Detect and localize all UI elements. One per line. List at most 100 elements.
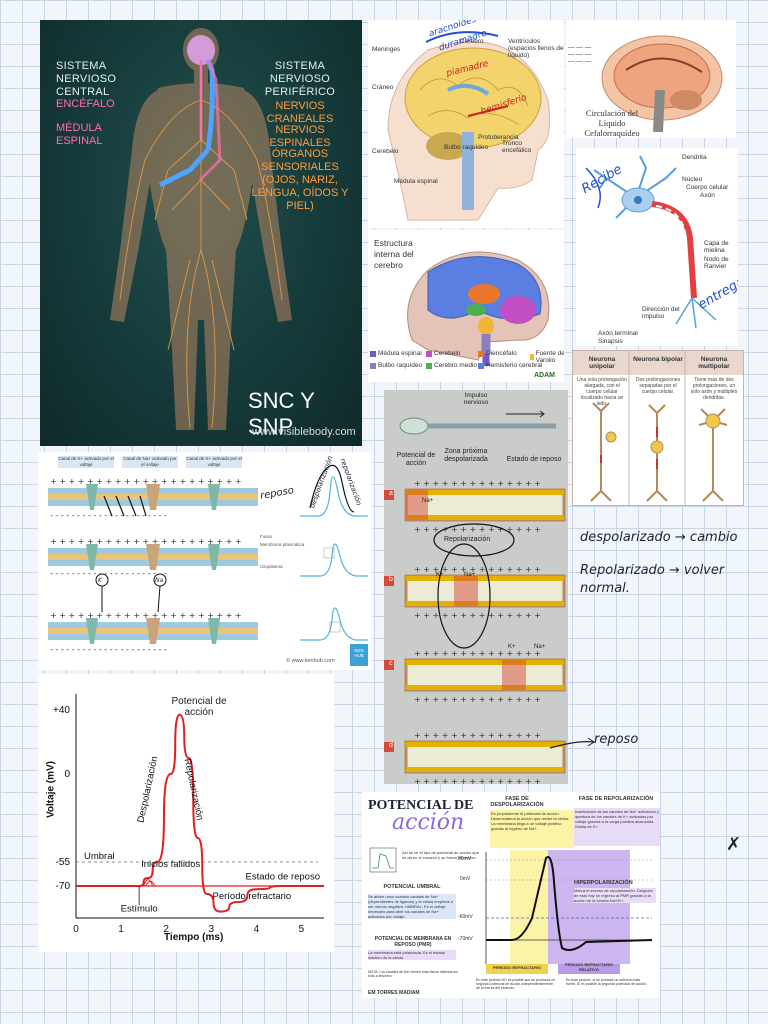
svg-text:+ + + + + + + + + + + + + +: + + + + + + + + + + + + + + — [414, 731, 541, 740]
legend-swatch — [370, 350, 376, 357]
col-zona: Zona próxima despolarizada — [444, 448, 488, 463]
svg-text:+ + + + + + + + + + + + + +: + + + + + + + + + + + + + + — [414, 777, 541, 784]
chart-xlabel: Tiempo (ms) — [164, 932, 224, 943]
nervous-system-body-card: SISTEMA NERVIOSO CENTRAL ENCÉFALO MÉDULA… — [40, 20, 362, 446]
note-reposo: reposo — [594, 732, 639, 747]
x-tick-label: 5 — [299, 924, 305, 935]
pmr-text: La membrana está polarizada. Es el estad… — [368, 950, 456, 960]
label-ventriculos: Ventrículos (espacios llenos de líquido) — [508, 38, 564, 59]
internal-title: Estructura interna del cerebro — [374, 238, 414, 270]
legend-swatch — [370, 362, 376, 369]
impulse-top-label: Impulso nervioso — [463, 392, 489, 406]
kenhub-logo: KEN HUB — [354, 648, 364, 658]
y-30mv: 30mV — [458, 856, 472, 862]
internal-brain-illustration — [407, 251, 550, 366]
legend-item: Cerebelo — [426, 350, 460, 357]
label-cerebro: Cerebro — [460, 38, 484, 45]
chart-annotation: Estado de reposo — [246, 872, 320, 883]
label-craneo: Cráneo — [372, 84, 394, 91]
label-citoplasma: Citoplasma — [260, 564, 283, 569]
legend-item: Diencéfalo — [478, 350, 517, 357]
label-direccion: Dirección del impulso — [642, 306, 680, 320]
snc-snp-title: SNC Y SNP — [248, 388, 315, 439]
svg-text:+ + + + + + + + + + + + + + +: + + + + + + + + + + + + + + + + + + + + … — [50, 477, 242, 486]
chart-annotation: Repolarización — [182, 758, 206, 822]
legend-item: Bulbo raquídeo — [370, 362, 422, 369]
visiblebody-url: www.visiblebody.com — [252, 426, 356, 438]
legend-item: Cerebro medio — [426, 362, 477, 369]
failed-start-curve — [145, 880, 156, 887]
rel-text: En este periodo, sí se produce un estímu… — [566, 978, 647, 986]
medula-label: MÉDULA ESPINAL — [56, 122, 103, 147]
csf-circulation-card: — — —— — —— — — Circulación del Líquido … — [566, 20, 736, 138]
brain-head-illustration — [387, 31, 551, 221]
impulse-illustration: + + + + + + + + + + + + + + + + + + + + … — [384, 410, 566, 784]
fase-repol-title: FASE DE REPOLARIZACIÓN — [578, 796, 654, 802]
csf-caption: Circulación del Líquido Cefalorraquídeo — [584, 108, 640, 138]
y-tick-label: -55 — [56, 857, 71, 868]
hiper-title: HIPERPOLARIZACIÓN — [574, 880, 633, 886]
col-potencial: Potencial de acción — [396, 452, 436, 467]
chart-annotation: Despolarización — [136, 755, 161, 823]
pmr-title: POTENCIAL DE MEMBRANA EN REPOSO (PMR) — [374, 936, 452, 948]
abs-text: En este periodo NO es posible que se pro… — [476, 978, 556, 990]
y-tick-label: -70 — [56, 881, 71, 892]
pns-title: SISTEMA NERVIOSO PERIFÉRICO — [264, 60, 336, 98]
adam-logo: ADAM — [534, 372, 555, 379]
x-tick-label: 3 — [208, 924, 214, 935]
chart-title: Potencial de acción — [171, 696, 227, 718]
note-despolarizado: despolarizado → cambio — [580, 530, 738, 545]
x-tick-label: 1 — [118, 924, 124, 935]
cns-title: SISTEMA NERVIOSO CENTRAL — [56, 60, 117, 98]
channel-box-k2: Canal de K+ activado por el voltaje — [186, 456, 242, 468]
desc-bipolar: Dos prolongaciones separadas por el cuer… — [635, 377, 681, 395]
action-potential-curve — [76, 713, 324, 913]
repol-label: Repolarización — [444, 536, 491, 543]
periodo-relativo: PERIODO REFRACTARIO RELATIVO — [564, 962, 614, 972]
legend-swatch — [426, 362, 432, 369]
neuron-types-illustration — [590, 351, 728, 505]
hiper-text: Marca el exceso de repolarización. Despu… — [574, 888, 656, 903]
encefalo-label: ENCÉFALO — [56, 98, 115, 110]
label-membrana: Membrana plasmática — [260, 542, 305, 547]
svg-text:+ + + + + + + + + + + + + +: + + + + + + + + + + + + + + — [414, 565, 541, 574]
ion-k-c: K+ — [508, 644, 516, 650]
label-nucleo: Núcleo — [682, 176, 703, 183]
label-cerebelo: Cerebelo — [372, 148, 399, 155]
hand-na: Na — [155, 577, 164, 584]
step-c: c — [389, 660, 393, 667]
internal-brain-card: Estructura interna del cerebro Médula es… — [368, 230, 564, 382]
umbral-title: POTENCIAL UMBRAL — [383, 884, 441, 890]
chart-ylabel: Voltaje (mV) — [45, 760, 57, 819]
svg-text:+ + + + + + + + + + + + + +: + + + + + + + + + + + + + + — [414, 611, 541, 620]
label-cuerpo: Cuerpo celular — [686, 184, 729, 191]
svg-text:+ + + + + + + + + + + + + + +: + + + + + + + + + + + + + + + + + + + + … — [50, 611, 242, 620]
kenhub-credit: © www.kenhub.com — [286, 658, 335, 664]
action-potential-infographic: POTENCIAL DE acción FASE DE DESPOLARIZAC… — [362, 792, 660, 998]
umbral-text: Se abren unos cuantos canales de Na+ (de… — [368, 894, 456, 919]
chart-annotation: Estímulo — [121, 904, 158, 915]
spinal-nerves-label: NERVIOS ESPINALES — [269, 124, 331, 149]
csf-brain-illustration — [601, 35, 723, 133]
col-reposo: Estado de reposo — [506, 456, 562, 463]
label-protuberancia: Protuberancia — [478, 134, 519, 141]
legend-swatch — [478, 362, 484, 369]
label-tronco: Tronco encefálico — [502, 140, 532, 154]
fase-desp-text: Es propiamente el potencial de acción. D… — [490, 810, 574, 848]
info-nota: NOTA: Los canales de Na+ tienen más ritm… — [368, 970, 458, 978]
y-70mv: -70mV — [458, 936, 473, 942]
desc-unipolar: Una sola prolongación alargada, con el c… — [577, 377, 627, 407]
label-meninges: Meninges — [372, 46, 401, 53]
chart-annotation: Umbral — [84, 851, 115, 862]
chart-annotation: Inicios fallidos — [141, 859, 200, 870]
legend-item: Médula espinal — [370, 350, 422, 357]
ion-channel-card: Canal de K+ activado por el voltaje Cana… — [38, 452, 372, 670]
x-tick-label: 2 — [163, 924, 169, 935]
hand-k: K — [98, 577, 102, 584]
sense-organs-label: ÓRGANOS SENSORIALES (OJOS, NARIZ, LENGUA… — [251, 148, 349, 212]
step-b: b — [389, 576, 393, 583]
info-title-1: POTENCIAL DE — [368, 798, 474, 813]
y-tick-label: 0 — [64, 769, 70, 780]
legend-item: Hemisferio cerebral — [478, 362, 542, 369]
